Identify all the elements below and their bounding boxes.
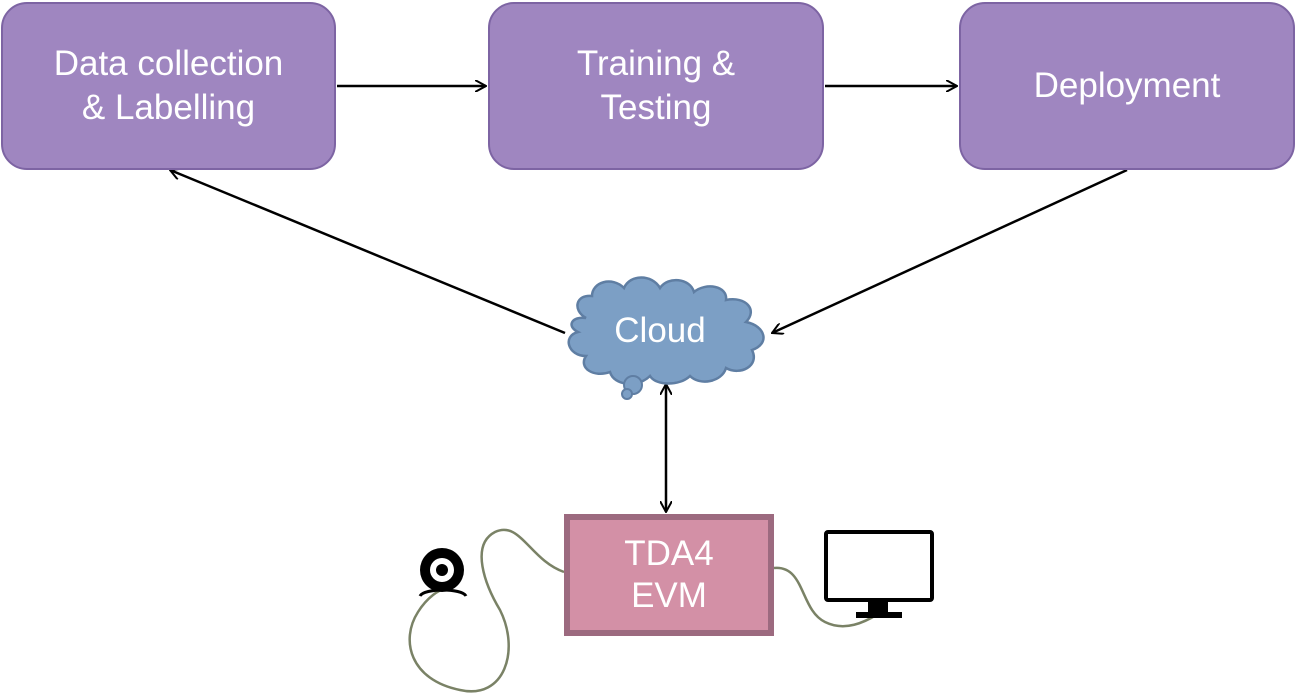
monitor-icon <box>824 530 934 618</box>
stage-training-testing-label: Training & Testing <box>576 44 736 127</box>
stage-deployment-label: Deployment <box>1033 66 1221 105</box>
device-label: TDA4 EVM <box>624 534 714 615</box>
webcam-icon <box>418 548 468 598</box>
camera-cable <box>408 528 565 693</box>
device-tda4-evm: TDA4 EVM <box>564 514 774 636</box>
cloud-icon <box>567 276 765 400</box>
monitor-cable <box>773 566 879 628</box>
stage-data-collection-label: Data collection & Labelling <box>53 44 284 127</box>
stage-data-collection: Data collection & Labelling <box>1 2 336 170</box>
cloud-label: Cloud <box>614 311 706 350</box>
arrow-deployment-to-cloud <box>772 168 1128 333</box>
stage-training-testing: Training & Testing <box>488 2 824 170</box>
arrow-cloud-to-data <box>170 170 566 335</box>
stage-deployment: Deployment <box>959 2 1295 170</box>
